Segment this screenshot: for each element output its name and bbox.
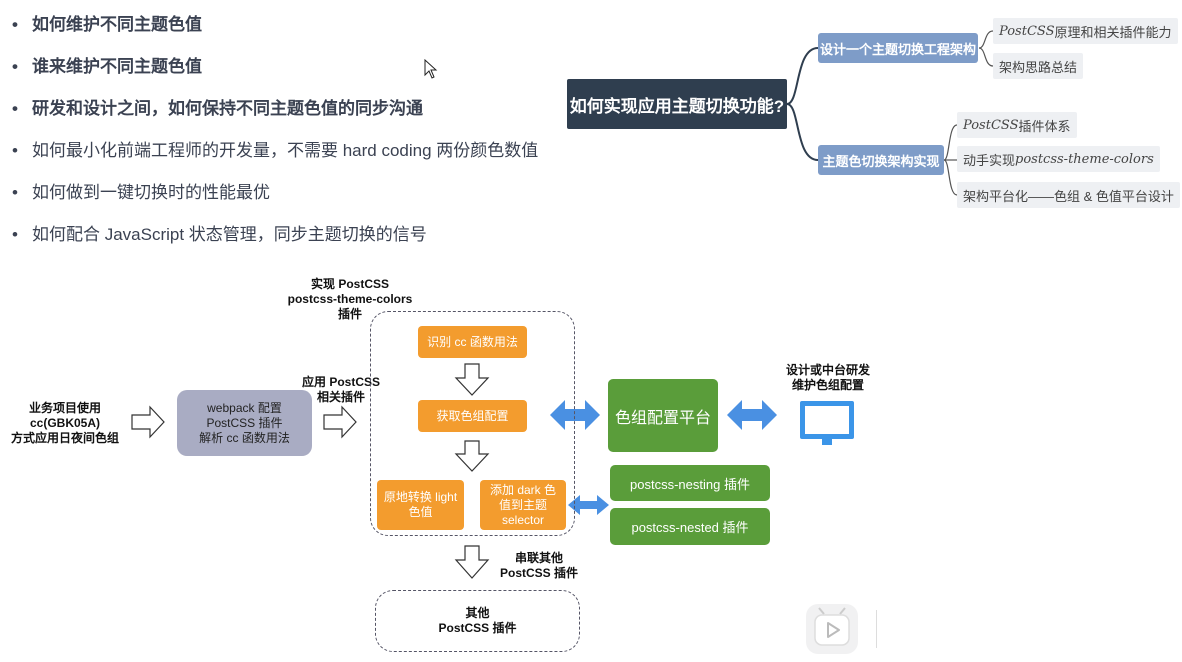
design-maintain-label: 设计或中台研发 维护色组配置: [785, 363, 870, 392]
mindmap-leaf: PostCSS 原理和相关插件能力: [993, 18, 1178, 44]
hollow-arrow-down: [454, 545, 490, 579]
double-arrow-blue: [568, 495, 609, 515]
flow-arrows: [131, 363, 854, 579]
hollow-arrow-down: [454, 363, 490, 396]
webpack-config-box: webpack 配置 PostCSS 插件 解析 cc 函数用法: [177, 390, 312, 456]
mindmap-branch: 主题色切换架构实现: [818, 145, 944, 175]
hollow-arrow-right: [323, 405, 357, 439]
mindmap-connectors: [786, 30, 994, 196]
apply-postcss-label: 应用 PostCSS 相关插件: [301, 375, 380, 404]
monitor-icon: [800, 401, 854, 445]
play-icon: [814, 607, 850, 646]
mindmap-leaf: PostCSS 插件体系: [957, 112, 1077, 138]
double-arrow-blue: [727, 400, 777, 430]
step-identify-cc: 识别 cc 函数用法: [418, 326, 527, 358]
hollow-arrow-right: [131, 405, 165, 439]
mindmap-branch: 设计一个主题切换工程架构: [818, 33, 978, 63]
double-arrow-blue: [550, 400, 600, 430]
video-play-button[interactable]: [806, 604, 858, 654]
bullet-item: •谁来维护不同主题色值: [12, 57, 202, 76]
mindmap-leaf: 架构平台化——色组 & 色值平台设计: [957, 182, 1180, 208]
bullet-item: •如何最小化前端工程师的开发量，不需要 hard coding 两份颜色数值: [12, 141, 539, 160]
mouse-cursor-icon: [424, 59, 438, 79]
step-convert-light: 原地转换 light 色值: [377, 480, 464, 530]
mindmap-leaf: 架构思路总结: [993, 53, 1084, 79]
step-fetch-colors: 获取色组配置: [418, 400, 527, 432]
bullet-item: •研发和设计之间，如何保持不同主题色值的同步沟通: [12, 99, 423, 118]
theme-colors-plugin-container: [370, 311, 575, 536]
postcss-nesting-box: postcss-nesting 插件: [610, 465, 770, 501]
mindmap-leaf: 动手实现 postcss-theme-colors: [957, 146, 1160, 172]
project-usage-label: 业务项目使用 cc(GBK05A) 方式应用日夜间色组: [10, 401, 119, 445]
bullet-item: •如何维护不同主题色值: [12, 15, 202, 34]
bullet-item: •如何配合 JavaScript 状态管理，同步主题切换的信号: [12, 225, 427, 244]
other-postcss-box: 其他 PostCSS 插件: [375, 590, 580, 652]
color-platform-box: 色组配置平台: [608, 379, 718, 452]
bullet-item: •如何做到一键切换时的性能最优: [12, 183, 270, 202]
mindmap-root: 如何实现应用主题切换功能?: [567, 79, 787, 129]
chain-other-label: 串联其他 PostCSS 插件: [499, 551, 578, 580]
plugin-title-label: 实现 PostCSS postcss-theme-colors 插件: [287, 277, 413, 321]
postcss-nested-box: postcss-nested 插件: [610, 508, 770, 545]
step-add-dark: 添加 dark 色 值到主题 selector: [480, 480, 566, 530]
hollow-arrow-down: [454, 440, 490, 472]
divider: [876, 610, 877, 648]
